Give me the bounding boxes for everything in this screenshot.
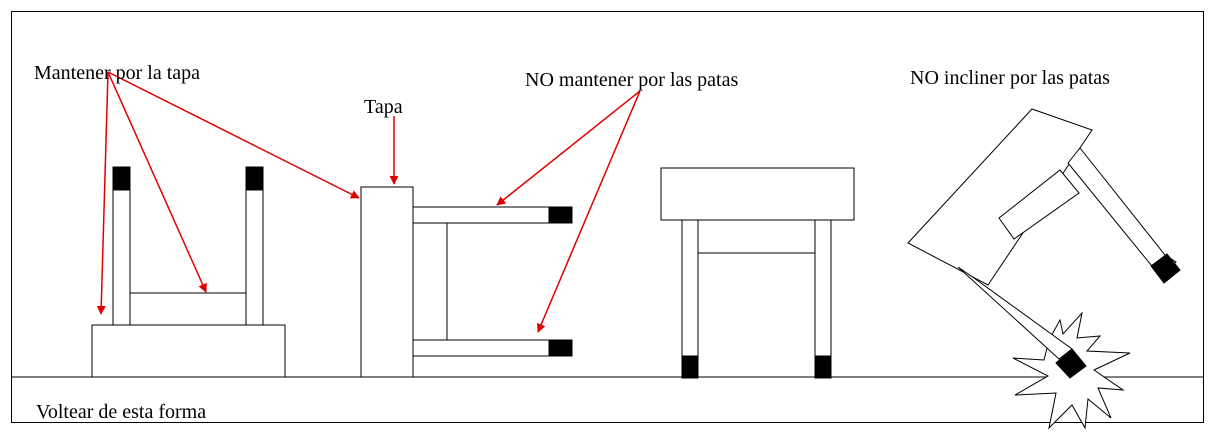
- leg-cap: [1055, 348, 1087, 379]
- stool-leg: [957, 266, 1073, 360]
- stool-top: [360, 186, 414, 378]
- stool-leg: [1067, 147, 1177, 277]
- label-no-tilt-by-legs: NO incliner por las patas: [910, 67, 1110, 89]
- arrow: [107, 71, 207, 293]
- stool-tilted: [907, 108, 1181, 379]
- stool-leg: [681, 219, 699, 357]
- stool-rung: [697, 219, 816, 254]
- leg-cap: [1150, 253, 1181, 284]
- stool-top: [907, 108, 1093, 286]
- label-top: Tapa: [364, 96, 403, 118]
- stool-leg: [412, 339, 550, 357]
- stool-on-side: [360, 186, 573, 378]
- arrow: [107, 71, 360, 199]
- leg-cap: [245, 166, 264, 191]
- label-no-hold-by-legs: NO mantener por las patas: [525, 69, 739, 91]
- arrows: [96, 71, 641, 333]
- stool-leg: [412, 206, 550, 224]
- arrow: [496, 90, 641, 206]
- stool-rung: [998, 169, 1080, 240]
- stool-rung: [129, 292, 247, 326]
- stool-rung: [412, 222, 448, 341]
- stool-leg: [814, 219, 832, 357]
- leg-cap: [548, 339, 573, 357]
- label-hold-by-top: Mantener por la tapa: [34, 62, 201, 84]
- leg-cap: [112, 166, 131, 191]
- stool-top: [91, 324, 286, 378]
- leg-cap: [548, 206, 573, 224]
- stool-top: [660, 167, 855, 221]
- leg-cap: [681, 355, 699, 379]
- stool-leg: [112, 189, 131, 326]
- stool-upright: [660, 167, 855, 379]
- stool-leg: [245, 189, 264, 326]
- arrow: [537, 90, 641, 333]
- leg-cap: [814, 355, 832, 379]
- label-flip-this-way: Voltear de esta forma: [36, 401, 207, 423]
- stool-upside-down: [91, 166, 286, 378]
- arrow: [96, 71, 109, 315]
